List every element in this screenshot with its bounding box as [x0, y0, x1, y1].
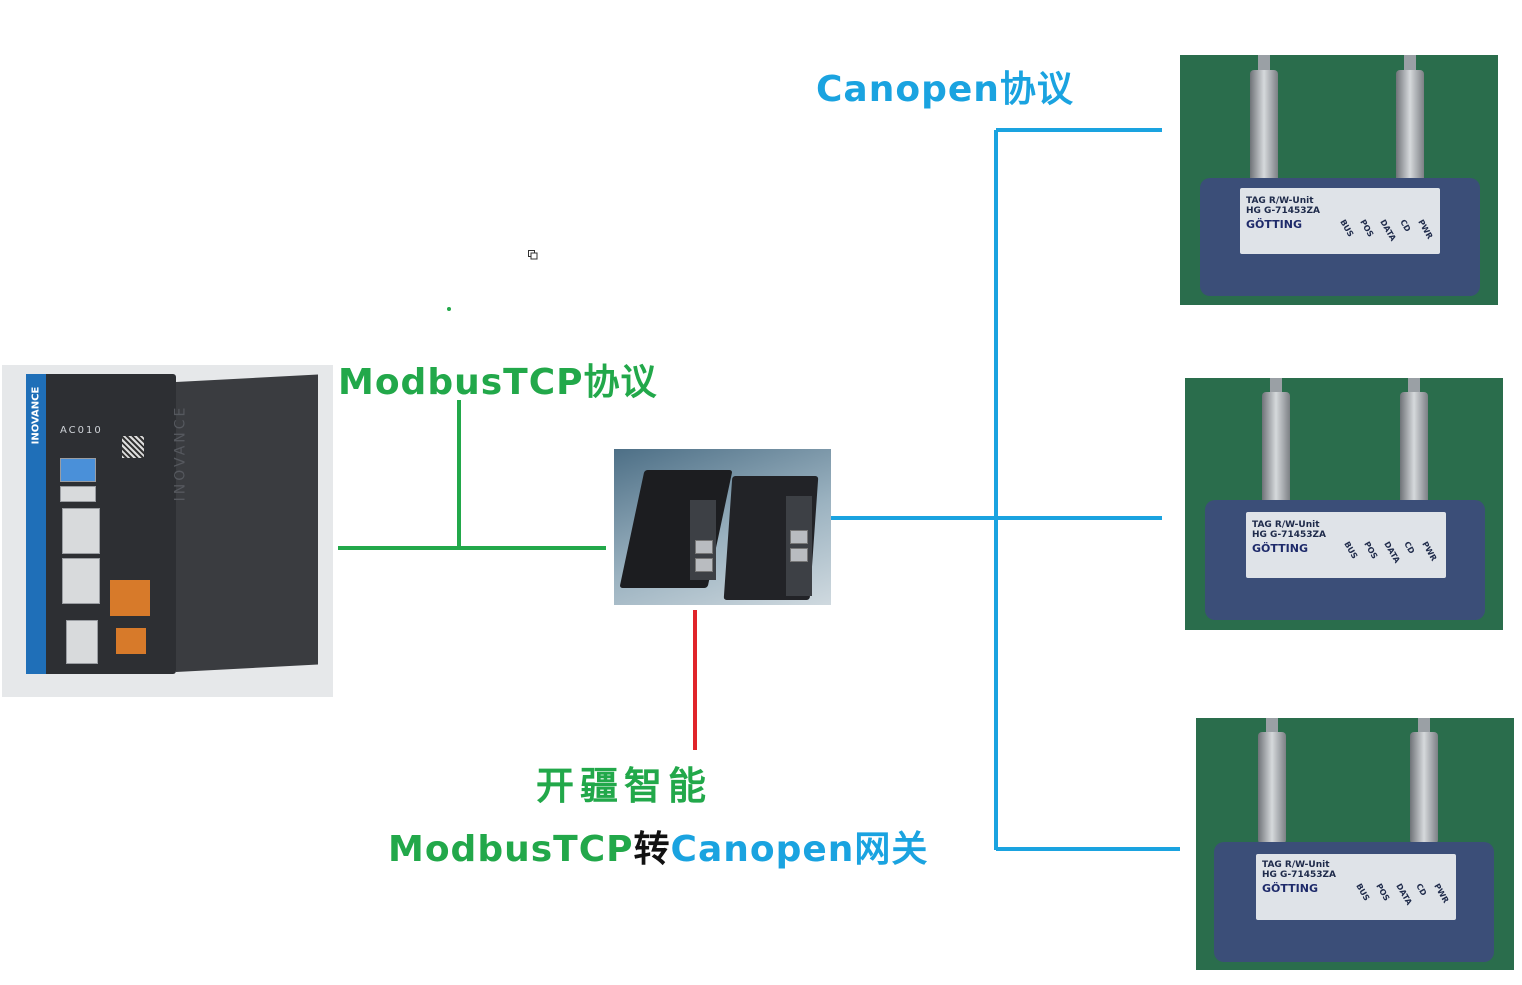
modbus-protocol-label: ModbusTCP协议: [338, 362, 658, 403]
gateway-port-2b: [790, 548, 808, 562]
plc-terminal-block-2: [116, 628, 146, 654]
rw-unit-2-title: TAG R/W-Unit: [1252, 520, 1320, 530]
plc-ethernet-port-1: [62, 508, 100, 554]
gateway-port-2a: [790, 530, 808, 544]
plc-brand-strip: [26, 374, 46, 674]
rw-unit-1-logo: GÖTTING: [1246, 218, 1302, 231]
stray-dot: [447, 307, 451, 311]
plc-qr-code: [122, 436, 144, 458]
copy-icon: [528, 250, 538, 260]
gateway-label-to: 转: [633, 828, 671, 870]
plc-dvi-port: [66, 620, 98, 664]
rw-unit-1-model: HG G-71453ZA: [1246, 206, 1320, 216]
gateway-label-gateway: 网关: [854, 829, 929, 870]
plc-ethernet-port-2: [62, 558, 100, 604]
rw-unit-1-title: TAG R/W-Unit: [1246, 196, 1314, 206]
plc-side-brand: INOVANCE: [172, 404, 189, 502]
gateway-port-1b: [695, 558, 713, 572]
plc-model: AC010: [60, 425, 103, 436]
gateway-face-2: [786, 496, 812, 596]
company-label: 开疆智能: [536, 763, 713, 808]
rw-unit-1-connector-left: [1250, 70, 1278, 182]
rw-unit-1-connector-right: [1396, 70, 1424, 182]
plc-usb-port: [60, 458, 96, 482]
gateway-label: ModbusTCP转Canopen网关: [388, 820, 928, 872]
rw-unit-3-label: [1256, 854, 1456, 920]
plc-front-panel: [26, 374, 176, 674]
canopen-protocol-label: Canopen协议: [816, 69, 1074, 110]
rw-unit-2-connector-right: [1400, 392, 1428, 504]
rw-unit-3-model: HG G-71453ZA: [1262, 870, 1336, 880]
rw-unit-3-connector-right: [1410, 732, 1438, 844]
rw-unit-3-title: TAG R/W-Unit: [1262, 860, 1330, 870]
plc-side-panel: [176, 374, 318, 672]
plc-terminal-block-1: [110, 580, 150, 616]
gateway-label-modbus: ModbusTCP: [388, 829, 634, 870]
rw-unit-2-connector-left: [1262, 392, 1290, 504]
gateway-label-canopen: Canopen: [670, 829, 855, 870]
plc-port-1: [60, 486, 96, 502]
rw-unit-1-label: [1240, 188, 1440, 254]
plc-brand: INOVANCE: [30, 386, 42, 445]
rw-unit-3-connector-left: [1258, 732, 1286, 844]
rw-unit-2-label: [1246, 512, 1446, 578]
rw-unit-2-logo: GÖTTING: [1252, 542, 1308, 555]
rw-unit-2-model: HG G-71453ZA: [1252, 530, 1326, 540]
rw-unit-3-logo: GÖTTING: [1262, 882, 1318, 895]
gateway-port-1a: [695, 540, 713, 554]
